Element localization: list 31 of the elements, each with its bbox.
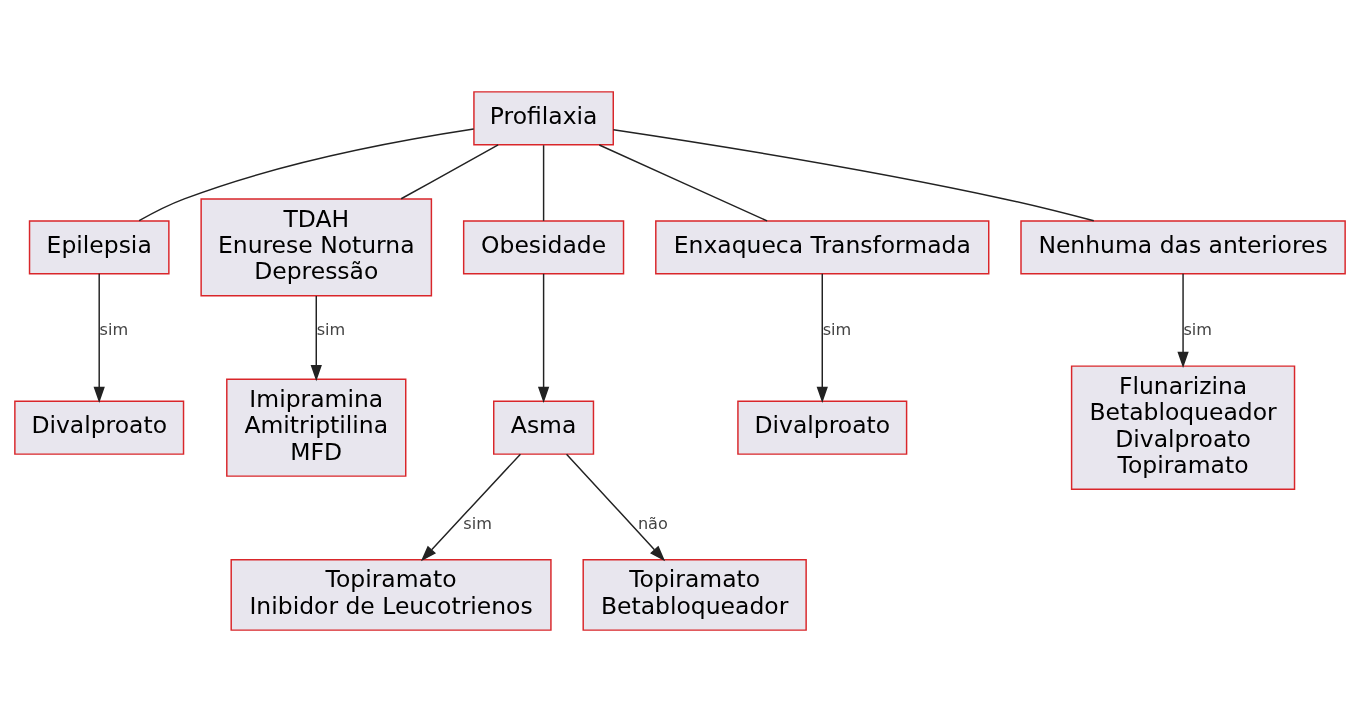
node-box: Imipramina Amitriptilina MFD <box>226 378 407 477</box>
connector <box>400 143 499 199</box>
edge-label: sim <box>463 513 492 533</box>
edge-label: sim <box>99 319 129 339</box>
arrow <box>565 452 666 561</box>
edge-label: não <box>637 513 668 533</box>
node-box: Obesidade <box>462 219 625 274</box>
arrow <box>420 452 522 561</box>
node-box: Profilaxia <box>473 90 614 145</box>
arrow <box>93 272 105 403</box>
edge-label: sim <box>316 319 346 339</box>
connector <box>598 143 768 222</box>
node-box: TDAH Enurese Noturna Depressão <box>200 197 433 296</box>
arrow <box>310 294 322 381</box>
connector <box>138 127 475 221</box>
node-box: Topiramato Inibidor de Leucotrienos <box>230 558 552 631</box>
arrow <box>537 272 550 403</box>
arrow <box>1177 272 1189 368</box>
node-box: Topiramato Betabloqueador <box>582 558 807 631</box>
node-box: Enxaqueca Transformada <box>655 219 990 274</box>
node-box: Epilepsia <box>28 219 170 274</box>
node-box: Nenhuma das anteriores <box>1020 219 1346 274</box>
connector <box>542 144 545 222</box>
connector <box>612 128 1095 222</box>
node-box: Flunarizina Betabloqueador Divalproato Topiramato <box>1070 364 1296 490</box>
node-box: Asma <box>493 400 595 455</box>
edge-label: sim <box>822 319 852 339</box>
arrow <box>816 272 828 403</box>
node-box: Divalproato <box>14 400 185 455</box>
edge-label: sim <box>1183 319 1213 339</box>
node-box: Divalproato <box>737 400 908 455</box>
